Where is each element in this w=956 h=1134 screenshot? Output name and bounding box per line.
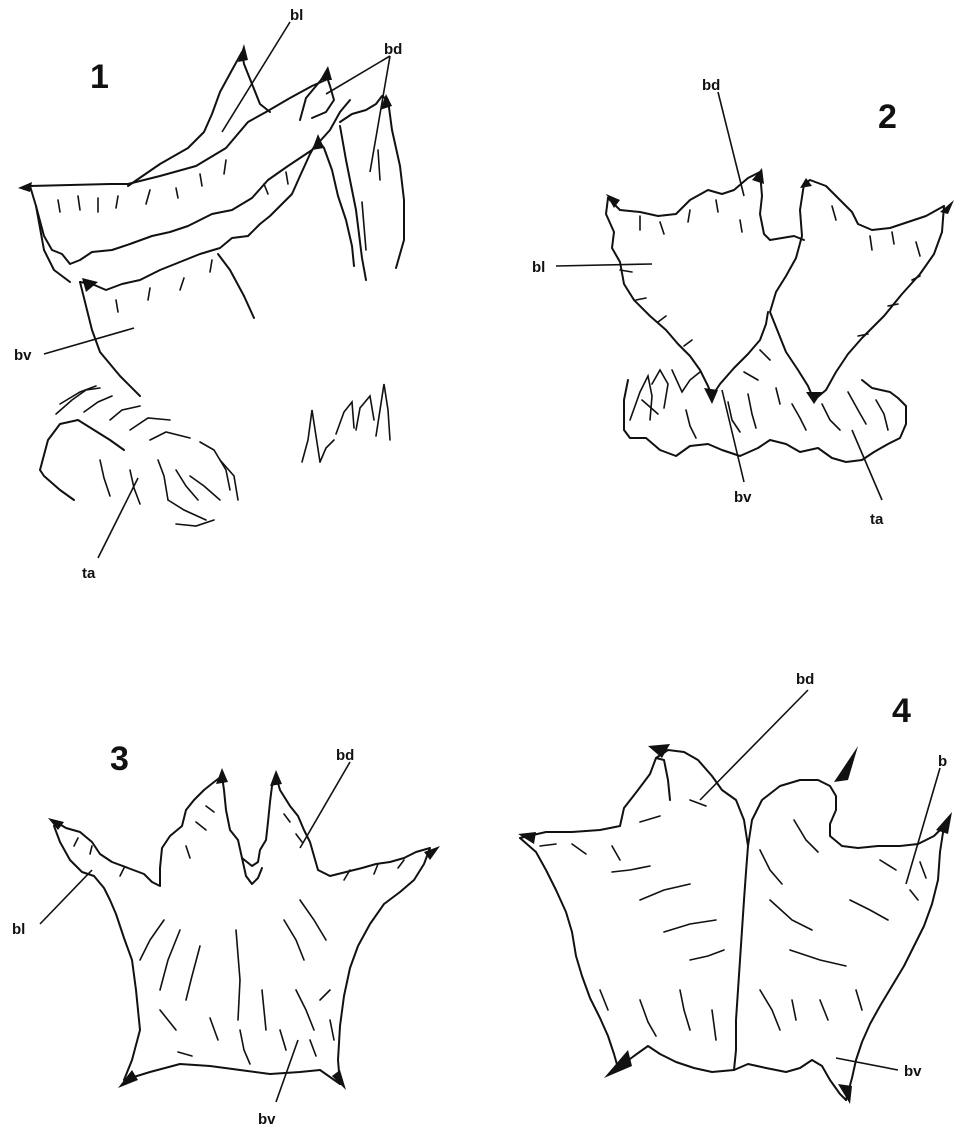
figure-1-mid-curve <box>218 254 254 318</box>
figure-1-upper-scale-outline <box>22 100 350 264</box>
figure-2-label-bd: bd <box>702 77 744 196</box>
svg-text:bv: bv <box>14 347 32 364</box>
figure-4-left-base <box>618 1046 734 1072</box>
svg-text:bd: bd <box>702 77 720 94</box>
figure-2-wrinkles <box>620 200 920 360</box>
figure-3-label-bd: bd <box>300 747 354 848</box>
figure-3-number: 3 <box>110 740 129 778</box>
figure-1: 1 <box>14 7 404 582</box>
figure-2-right-half <box>804 180 944 230</box>
figure-1-ta-fragments <box>40 386 238 526</box>
figure-2-label-bl: bl <box>532 259 652 276</box>
svg-text:bv: bv <box>258 1111 276 1128</box>
figure-2-right-edge <box>814 206 944 400</box>
figure-1-lower-scale-outline <box>80 140 354 290</box>
figure-1-right-fragments <box>302 384 390 462</box>
svg-text:bl: bl <box>290 7 303 24</box>
svg-text:bd: bd <box>384 41 402 58</box>
figure-2-ta-wrinkles <box>630 370 888 438</box>
svg-text:ta: ta <box>870 511 884 528</box>
figure-1-wrinkles <box>58 150 380 312</box>
figure-4-label-bv: bv <box>836 1058 922 1080</box>
figure-4-wrinkles <box>540 800 926 1040</box>
svg-text:bd: bd <box>336 747 354 764</box>
figure-1-label-bd: bd <box>326 41 402 172</box>
figure-3-spine-tips <box>48 768 440 1090</box>
svg-text:bv: bv <box>734 489 752 506</box>
figure-2-center-left <box>712 312 768 396</box>
figure-2: 2 <box>532 77 954 528</box>
svg-text:bl: bl <box>12 921 25 938</box>
figure-4-left-lobe <box>656 758 670 800</box>
figure-3: 3 <box>12 740 440 1128</box>
svg-text:ta: ta <box>82 565 96 582</box>
figure-1-label-bv: bv <box>14 328 134 364</box>
figure-1-spine-tips <box>18 44 392 292</box>
figure-1-dorsal-lobe <box>300 74 334 120</box>
figure-2-number: 2 <box>878 98 897 136</box>
figure-4: 4 <box>518 671 952 1104</box>
svg-text:b: b <box>938 753 947 770</box>
figure-2-left-half <box>608 172 804 240</box>
figure-4-right-edge <box>846 826 944 1100</box>
figure-3-label-bv: bv <box>258 1040 298 1128</box>
figure-3-base <box>124 1064 340 1084</box>
svg-text:bv: bv <box>904 1063 922 1080</box>
figure-1-lateral-lobe <box>128 52 270 186</box>
figure-1-upper-scale-top <box>30 78 330 186</box>
figure-4-number: 4 <box>892 692 911 730</box>
svg-text:bd: bd <box>796 671 814 688</box>
figure-2-right-inner <box>770 184 814 400</box>
figure-4-label-bl: b <box>906 753 947 884</box>
figure-4-left-edge <box>520 838 618 1068</box>
figure-1-left-edge <box>36 206 70 282</box>
figure-1-number: 1 <box>90 58 109 96</box>
svg-text:bl: bl <box>532 259 545 276</box>
figure-1-lower-scale-base <box>80 282 140 396</box>
figure-4-right-upper <box>748 780 944 848</box>
figure-2-left-edge <box>606 198 712 396</box>
figure-4-right-half <box>734 1060 846 1100</box>
figure-2-label-bv: bv <box>722 390 752 506</box>
figure-2-label-ta: ta <box>852 430 884 528</box>
figure-3-label-bl: bl <box>12 870 92 938</box>
